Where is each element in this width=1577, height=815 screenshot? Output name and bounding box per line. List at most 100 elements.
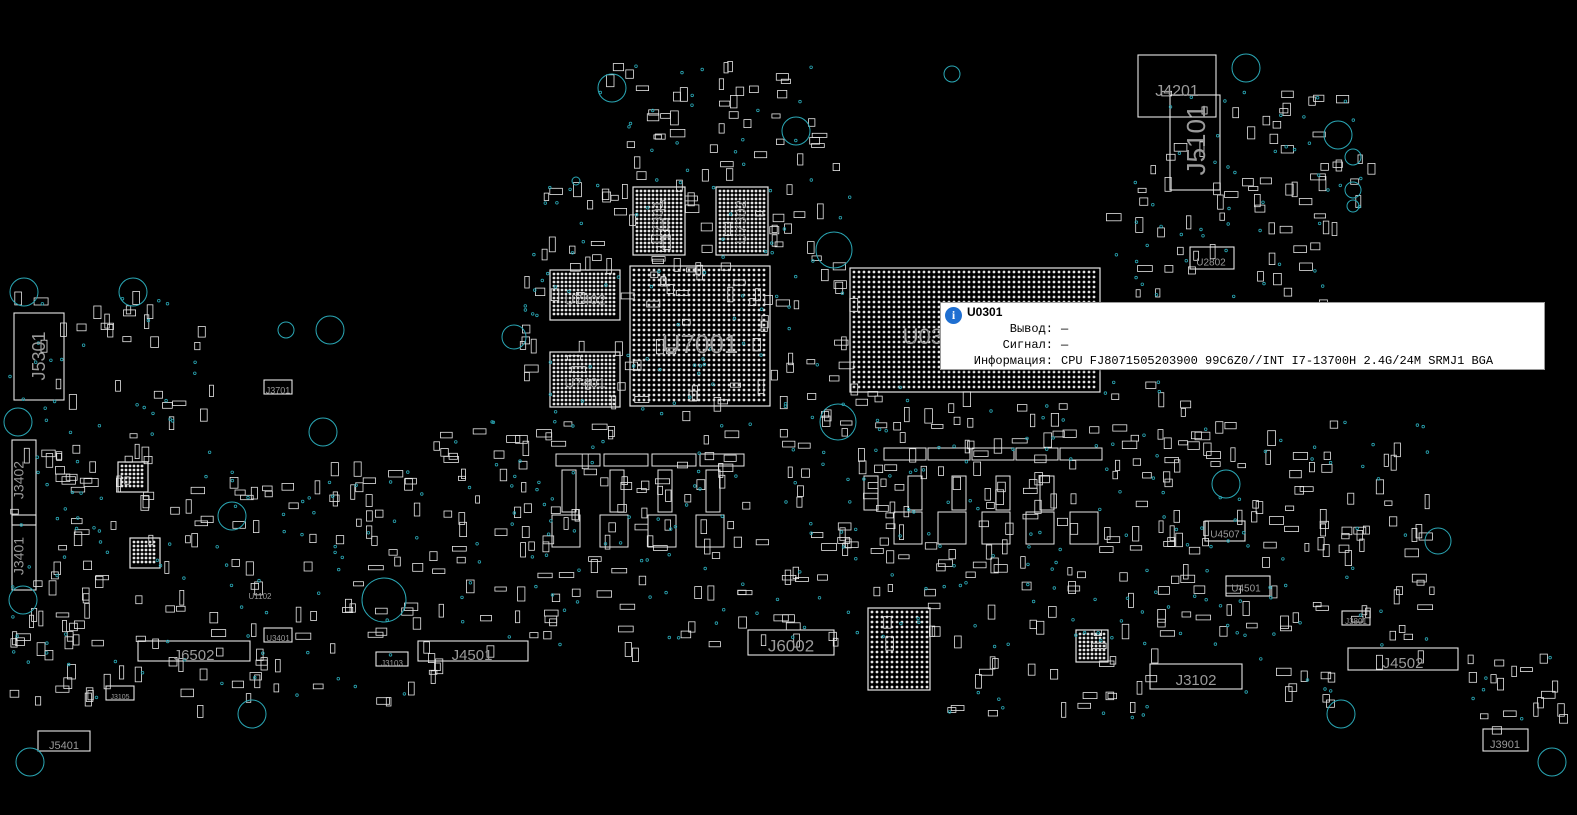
passive-component[interactable] bbox=[1429, 586, 1435, 595]
passive-component[interactable] bbox=[1050, 669, 1059, 680]
passive-component[interactable] bbox=[775, 73, 789, 81]
passive-component[interactable] bbox=[1089, 426, 1100, 434]
passive-component[interactable] bbox=[29, 614, 34, 629]
passive-component[interactable] bbox=[524, 372, 530, 382]
passive-component[interactable] bbox=[273, 683, 280, 693]
passive-component[interactable] bbox=[394, 556, 401, 567]
passive-component[interactable] bbox=[984, 487, 991, 501]
passive-component[interactable] bbox=[850, 383, 859, 396]
passive-component[interactable] bbox=[811, 532, 824, 539]
passive-component[interactable] bbox=[1157, 618, 1166, 628]
passive-component[interactable] bbox=[1403, 633, 1413, 641]
passive-component[interactable] bbox=[107, 323, 114, 338]
passive-component[interactable] bbox=[620, 292, 635, 300]
passive-component[interactable] bbox=[670, 110, 679, 126]
passive-component[interactable] bbox=[535, 287, 546, 297]
passive-component[interactable] bbox=[314, 480, 321, 495]
passive-component[interactable] bbox=[1322, 544, 1330, 557]
passive-component[interactable] bbox=[443, 510, 453, 518]
passive-component[interactable] bbox=[1541, 690, 1556, 699]
passive-component[interactable] bbox=[828, 631, 837, 641]
passive-component[interactable] bbox=[68, 394, 77, 410]
passive-component[interactable] bbox=[899, 432, 906, 443]
passive-component[interactable] bbox=[548, 236, 556, 253]
passive-component[interactable] bbox=[329, 494, 340, 502]
passive-component[interactable] bbox=[119, 665, 125, 680]
passive-component[interactable] bbox=[164, 561, 170, 574]
passive-component[interactable] bbox=[608, 425, 615, 437]
passive-component[interactable] bbox=[1111, 393, 1120, 400]
passive-component[interactable] bbox=[567, 355, 582, 361]
passive-component[interactable] bbox=[1259, 177, 1272, 185]
passive-component[interactable] bbox=[718, 463, 734, 473]
passive-component[interactable] bbox=[634, 523, 649, 531]
passive-component[interactable] bbox=[978, 520, 989, 528]
passive-component[interactable] bbox=[404, 602, 419, 611]
passive-component[interactable] bbox=[152, 638, 159, 649]
passive-component[interactable] bbox=[250, 583, 260, 590]
passive-component[interactable] bbox=[1203, 520, 1209, 537]
passive-component[interactable] bbox=[651, 256, 666, 262]
passive-component[interactable] bbox=[1048, 606, 1057, 618]
passive-component[interactable] bbox=[61, 476, 76, 485]
passive-component[interactable] bbox=[669, 128, 686, 138]
passive-component[interactable] bbox=[1242, 601, 1250, 616]
passive-component[interactable] bbox=[1070, 523, 1079, 535]
passive-component[interactable] bbox=[427, 653, 436, 663]
passive-component[interactable] bbox=[1005, 522, 1014, 535]
passive-component[interactable] bbox=[1272, 121, 1282, 129]
passive-component[interactable] bbox=[1293, 245, 1307, 254]
passive-component[interactable] bbox=[948, 403, 955, 414]
passive-component[interactable] bbox=[1329, 420, 1339, 429]
passive-component[interactable] bbox=[583, 468, 597, 476]
passive-component[interactable] bbox=[807, 392, 817, 400]
passive-component[interactable] bbox=[1178, 440, 1188, 446]
passive-component[interactable] bbox=[784, 223, 792, 234]
memory-chip[interactable] bbox=[715, 186, 769, 256]
power-stage[interactable] bbox=[1025, 511, 1055, 545]
passive-component[interactable] bbox=[456, 556, 466, 564]
passive-component[interactable] bbox=[786, 184, 793, 195]
passive-component[interactable] bbox=[993, 438, 1003, 454]
passive-component[interactable] bbox=[894, 483, 905, 491]
passive-component[interactable] bbox=[1155, 288, 1161, 298]
passive-component[interactable] bbox=[1338, 544, 1350, 553]
passive-component[interactable] bbox=[146, 304, 154, 319]
passive-component[interactable] bbox=[931, 423, 944, 429]
passive-component[interactable] bbox=[1242, 178, 1254, 187]
passive-component[interactable] bbox=[353, 461, 362, 477]
passive-component[interactable] bbox=[53, 561, 61, 575]
passive-component[interactable] bbox=[55, 466, 65, 475]
passive-component[interactable] bbox=[1533, 702, 1539, 717]
passive-component[interactable] bbox=[838, 361, 855, 370]
passive-component[interactable] bbox=[1289, 469, 1302, 479]
passive-component[interactable] bbox=[1363, 525, 1370, 535]
passive-component[interactable] bbox=[84, 692, 92, 707]
passive-component[interactable] bbox=[793, 211, 806, 218]
passive-component[interactable] bbox=[1142, 472, 1152, 479]
passive-component[interactable] bbox=[48, 580, 57, 596]
passive-component[interactable] bbox=[993, 564, 1008, 573]
passive-component[interactable] bbox=[948, 549, 956, 560]
passive-component[interactable] bbox=[780, 78, 791, 84]
passive-component[interactable] bbox=[1163, 541, 1175, 547]
passive-component[interactable] bbox=[684, 494, 692, 503]
passive-component[interactable] bbox=[1193, 585, 1206, 594]
passive-component[interactable] bbox=[967, 417, 974, 428]
passive-component[interactable] bbox=[162, 402, 173, 409]
passive-component[interactable] bbox=[635, 85, 649, 92]
power-stage[interactable] bbox=[551, 514, 581, 548]
passive-component[interactable] bbox=[74, 620, 85, 629]
passive-component[interactable] bbox=[549, 187, 563, 196]
mosfet[interactable] bbox=[1039, 475, 1055, 511]
passive-component[interactable] bbox=[1332, 161, 1343, 168]
passive-component[interactable] bbox=[835, 281, 844, 294]
passive-component[interactable] bbox=[1317, 537, 1325, 551]
connector-outline[interactable] bbox=[105, 685, 135, 701]
passive-component[interactable] bbox=[1298, 198, 1313, 206]
passive-component[interactable] bbox=[124, 476, 130, 485]
passive-component[interactable] bbox=[1411, 528, 1418, 542]
passive-component[interactable] bbox=[811, 132, 828, 138]
passive-component[interactable] bbox=[711, 552, 721, 559]
passive-component[interactable] bbox=[863, 492, 879, 500]
